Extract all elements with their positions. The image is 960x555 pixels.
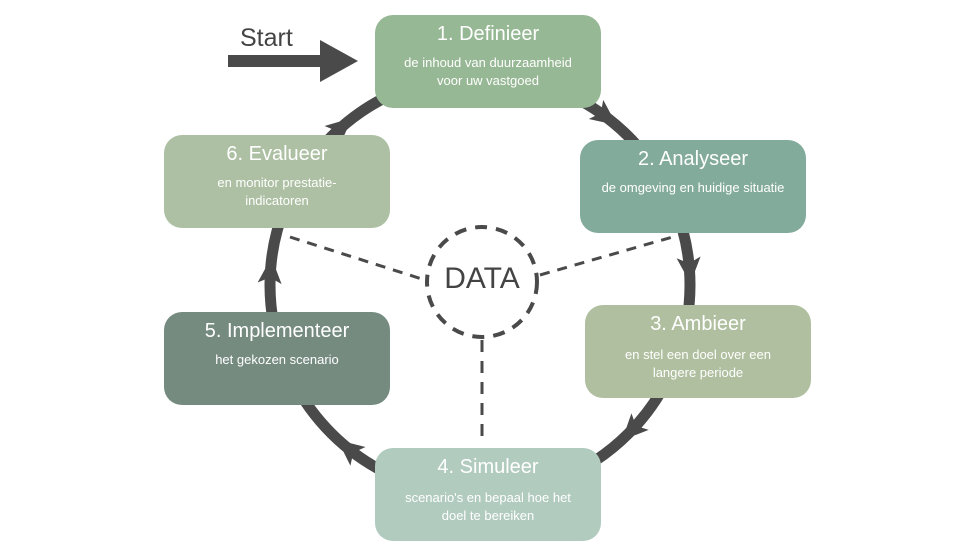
start-arrow bbox=[228, 40, 358, 82]
step-5-box: 5. Implementeer het gekozen scenario bbox=[164, 312, 390, 405]
data-label: DATA bbox=[444, 262, 520, 295]
step-title: 2. Analyseer bbox=[637, 148, 749, 170]
step-desc: scenario's en bepaal hoe het doel te ber… bbox=[405, 490, 571, 523]
data-link-evalueer bbox=[289, 235, 426, 282]
step-6-box: 6. Evalueer en monitor prestatie-indicat… bbox=[164, 135, 390, 228]
step-4-box: 4. Simuleer scenario's en bepaal hoe het… bbox=[375, 448, 601, 541]
arrowhead-icon bbox=[622, 413, 649, 441]
step-title: 5. Implementeer bbox=[204, 320, 350, 342]
data-link-analyseer bbox=[539, 230, 691, 277]
step-desc: en monitor prestatie-indicatoren bbox=[217, 175, 337, 208]
arrowhead-icon bbox=[257, 257, 282, 285]
step-title: 6. Evalueer bbox=[226, 143, 328, 165]
arrowhead-icon bbox=[324, 117, 353, 145]
step-desc: en stel een doel over een langere period… bbox=[625, 347, 771, 380]
start-label: Start bbox=[240, 24, 293, 52]
step-title: 3. Ambieer bbox=[650, 313, 746, 335]
step-title: 4. Simuleer bbox=[437, 456, 539, 478]
step-3-box: 3. Ambieer en stel een doel over een lan… bbox=[585, 305, 811, 398]
step-1-box: 1. Definieer de inhoud van duurzaamheid … bbox=[375, 15, 601, 108]
step-title: 1. Definieer bbox=[436, 23, 540, 45]
step-desc: de inhoud van duurzaamheid voor uw vastg… bbox=[404, 55, 572, 88]
arrowhead-icon bbox=[337, 440, 366, 466]
data-circle bbox=[425, 225, 539, 339]
arrowhead-icon bbox=[676, 256, 701, 284]
step-2-box: 2. Analyseer de omgeving en huidige situ… bbox=[580, 140, 806, 233]
arrowhead-icon bbox=[588, 99, 617, 126]
step-desc: de omgeving en huidige situatie bbox=[601, 180, 785, 195]
step-desc: het gekozen scenario bbox=[215, 352, 339, 367]
